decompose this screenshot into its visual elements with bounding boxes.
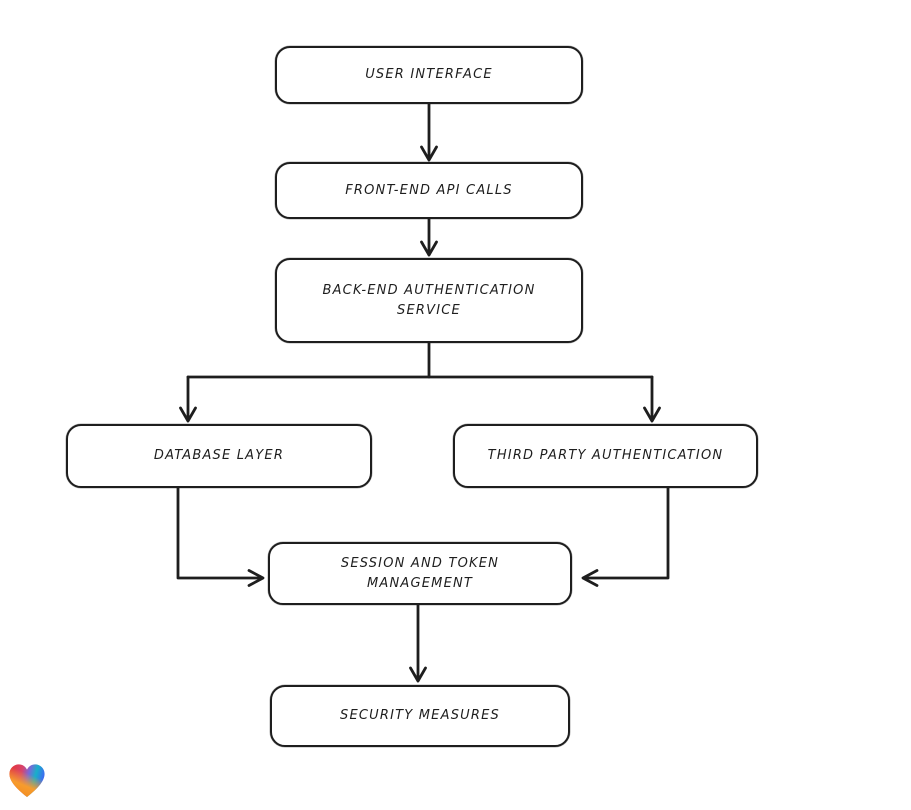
node-user-interface: USER INTERFACE bbox=[275, 46, 583, 104]
node-third-party-authentication: THIRD PARTY AUTHENTICATION bbox=[453, 424, 758, 488]
node-security-measures-label: SECURITY MEASURES bbox=[340, 708, 500, 723]
node-security-measures: SECURITY MEASURES bbox=[270, 685, 570, 747]
edge-user-interface-to-front-end bbox=[420, 102, 438, 162]
edge-session-to-security bbox=[409, 603, 427, 683]
node-session-and-token-management: SESSION AND TOKEN MANAGEMENT bbox=[268, 542, 572, 605]
node-user-interface-label: USER INTERFACE bbox=[365, 67, 493, 82]
heart-gradient-icon bbox=[9, 764, 45, 798]
heart-logo-badge[interactable] bbox=[8, 762, 46, 800]
node-front-end-api-calls-label: FRONT-END API CALLS bbox=[345, 182, 513, 198]
edge-back-end-branch bbox=[179, 341, 661, 423]
node-database-layer: DATABASE LAYER bbox=[66, 424, 372, 488]
edge-front-end-to-back-end bbox=[420, 217, 438, 257]
node-back-end-authentication-service-label: BACK-END AUTHENTICATION SERVICE bbox=[322, 282, 536, 318]
node-front-end-api-calls: FRONT-END API CALLS bbox=[275, 162, 583, 219]
edge-database-to-session bbox=[176, 486, 265, 587]
node-session-and-token-management-label: SESSION AND TOKEN MANAGEMENT bbox=[340, 555, 500, 591]
node-back-end-authentication-service: BACK-END AUTHENTICATION SERVICE bbox=[275, 258, 583, 343]
node-database-layer-label: DATABASE LAYER bbox=[153, 448, 285, 463]
node-third-party-authentication-label: THIRD PARTY AUTHENTICATION bbox=[487, 448, 724, 463]
edge-third-party-to-session bbox=[581, 486, 670, 587]
